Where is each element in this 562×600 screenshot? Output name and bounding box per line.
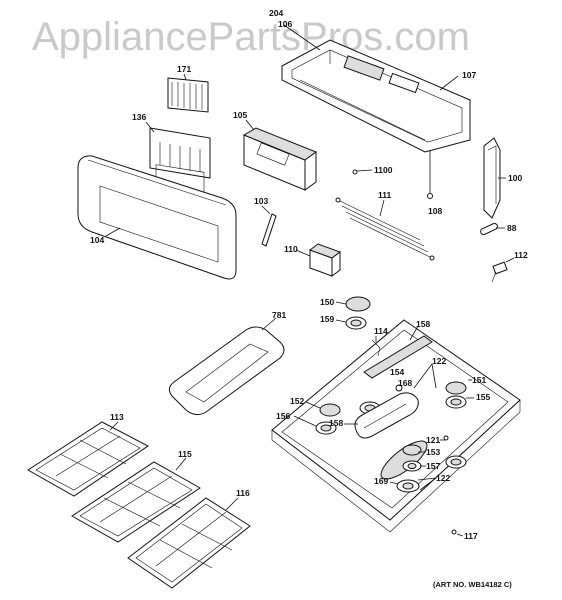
callout-1100: 1100 <box>374 165 393 175</box>
callout-105: 105 <box>233 110 247 120</box>
callout-155: 155 <box>476 392 490 402</box>
callout-113: 113 <box>110 412 124 422</box>
part-sensor-103[interactable] <box>261 213 277 247</box>
callout-153: 153 <box>426 447 440 457</box>
callout-122-bottom: 122 <box>436 473 450 483</box>
callout-154: 154 <box>390 367 404 377</box>
callout-159: 159 <box>320 314 334 324</box>
callout-169: 169 <box>374 476 388 486</box>
part-grate-115[interactable] <box>71 461 201 543</box>
callout-171: 171 <box>177 64 191 74</box>
callout-112: 112 <box>514 250 528 260</box>
part-side-trim-100[interactable] <box>483 137 501 219</box>
part-burner-head-156[interactable] <box>315 421 337 435</box>
callout-168: 168 <box>398 378 412 388</box>
callout-122-top: 122 <box>432 356 446 366</box>
part-oval-burner-158[interactable] <box>354 392 419 439</box>
callout-156: 156 <box>276 411 290 421</box>
callout-121: 121 <box>426 435 440 445</box>
part-clip-88[interactable] <box>480 222 499 236</box>
callout-111: 111 <box>378 190 392 200</box>
callout-136: 136 <box>132 112 146 122</box>
part-keypad-136[interactable] <box>149 127 211 197</box>
watermark-text: AppliancePartsPros.com <box>32 15 470 59</box>
part-backguard-107[interactable] <box>281 39 471 153</box>
part-bracket-114[interactable] <box>371 339 381 357</box>
part-burner-head-157[interactable] <box>402 460 422 472</box>
part-burner-front-169[interactable] <box>396 479 420 493</box>
part-valve-112[interactable] <box>491 261 508 283</box>
part-igniter-154[interactable] <box>395 384 403 392</box>
callout-108: 108 <box>428 206 442 216</box>
art-number: (ART NO. WB14182 C) <box>433 580 512 589</box>
part-vent-grille-171[interactable] <box>167 77 209 113</box>
callout-116: 116 <box>236 488 250 498</box>
callout-158-bottom: 158 <box>329 418 343 428</box>
callout-104: 104 <box>90 235 104 245</box>
part-control-board-105[interactable] <box>242 127 318 191</box>
callout-152: 152 <box>290 396 304 406</box>
part-burner-cap-153[interactable] <box>402 444 422 456</box>
callout-100: 100 <box>508 173 522 183</box>
part-burner-cap-150[interactable] <box>345 296 371 312</box>
callout-150: 150 <box>320 297 334 307</box>
callout-204: 204 <box>269 8 283 18</box>
callout-151: 151 <box>472 375 486 385</box>
part-burner-bar-158[interactable] <box>363 335 433 379</box>
part-burner-cap-152[interactable] <box>319 403 341 417</box>
part-screw-108[interactable] <box>427 193 433 199</box>
part-burner-head-159[interactable] <box>345 316 367 330</box>
part-griddle-781[interactable] <box>168 326 285 416</box>
callout-107: 107 <box>462 70 476 80</box>
callout-106: 106 <box>278 19 292 29</box>
callout-781: 781 <box>272 310 286 320</box>
part-grate-116[interactable] <box>127 497 251 589</box>
part-igniter-module-110[interactable] <box>308 243 342 277</box>
part-screw-117[interactable] <box>451 529 457 535</box>
part-burner-head-155[interactable] <box>445 395 467 409</box>
callout-157: 157 <box>426 461 440 471</box>
callout-103: 103 <box>254 196 268 206</box>
callout-114: 114 <box>374 326 388 336</box>
part-harness-111[interactable] <box>335 197 435 261</box>
part-grate-113[interactable] <box>27 421 149 497</box>
part-cooktop-top[interactable] <box>271 319 521 533</box>
part-burner-right-front[interactable] <box>445 455 467 469</box>
part-121[interactable] <box>443 435 449 441</box>
callout-158-top: 158 <box>416 319 430 329</box>
callout-110: 110 <box>284 244 298 254</box>
part-burner-cap-151[interactable] <box>445 381 467 395</box>
part-wire-1100[interactable] <box>352 169 358 175</box>
callout-117: 117 <box>464 531 478 541</box>
callout-115: 115 <box>178 449 192 459</box>
callout-88: 88 <box>507 223 517 233</box>
part-control-panel-104[interactable] <box>77 155 237 280</box>
